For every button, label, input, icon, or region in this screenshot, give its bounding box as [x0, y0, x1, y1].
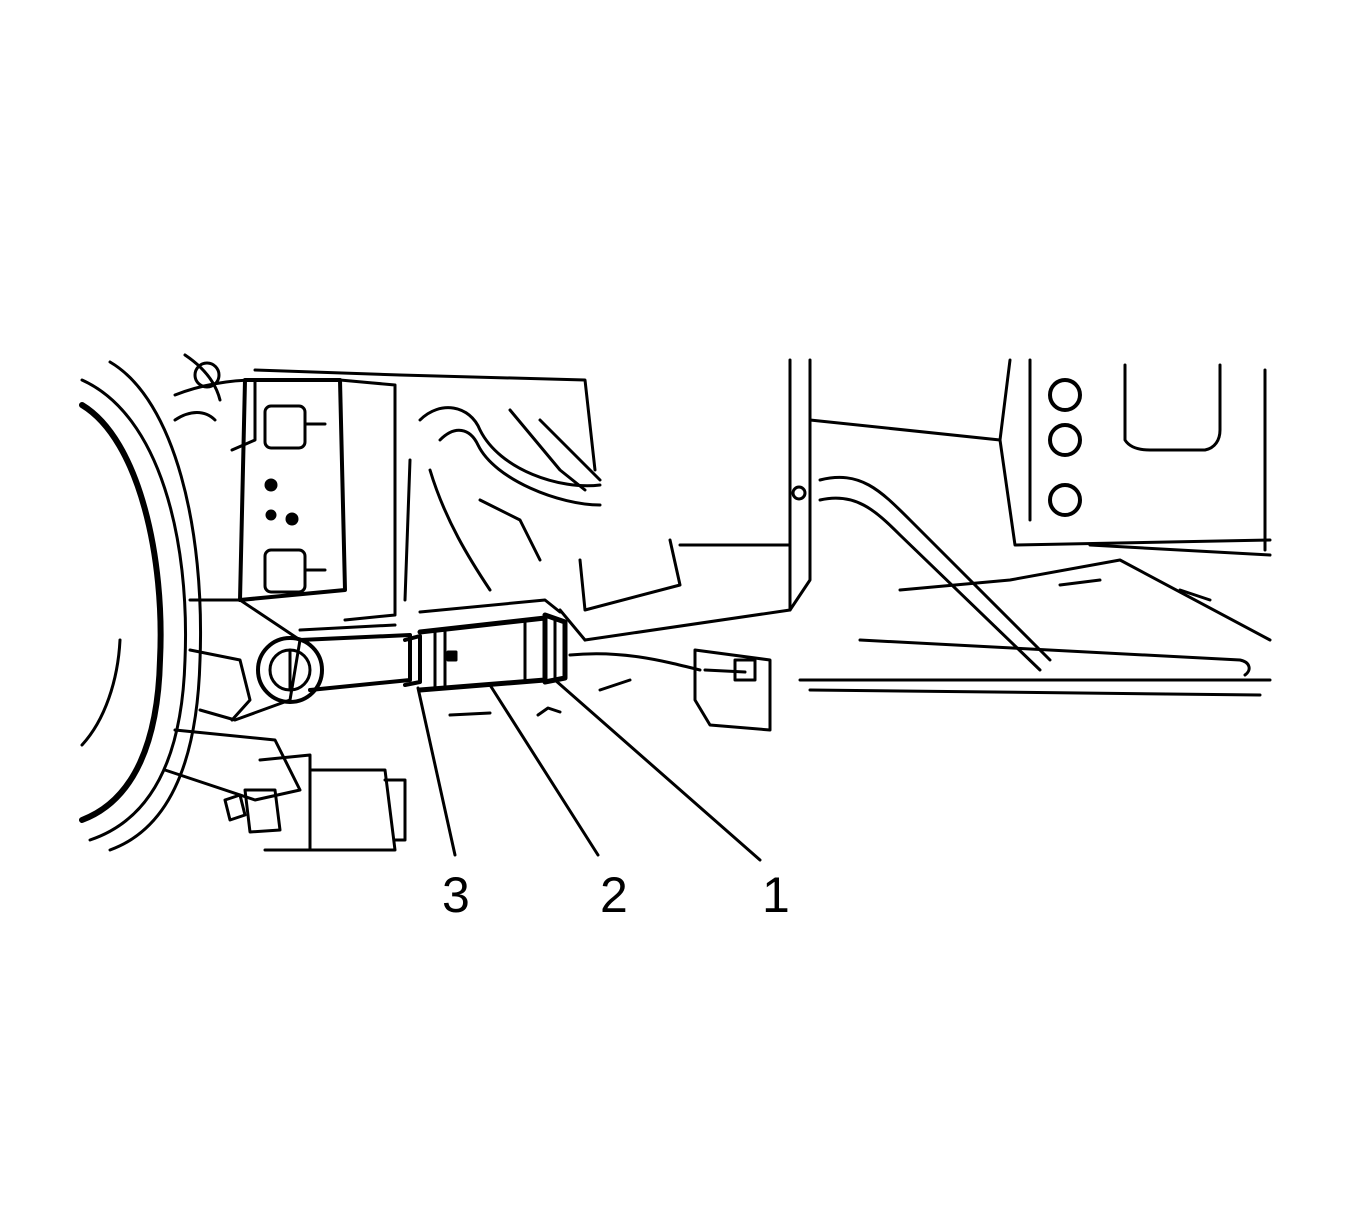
trailing-link [256, 623, 412, 704]
callout-leaders [416, 678, 762, 862]
brake-rotor [79, 360, 202, 852]
callout-3: 3 [442, 867, 470, 923]
callout-1: 1 [762, 867, 790, 923]
crossmember [583, 358, 812, 642]
bushing-tool [403, 598, 568, 693]
frame-rail [808, 358, 1272, 557]
cable-bracket [568, 648, 772, 732]
leader-line-3 [416, 686, 457, 857]
lower-bushing-mount [223, 753, 407, 852]
upper-nut [263, 404, 307, 450]
brake-line [798, 475, 1272, 697]
callout-2: 2 [600, 867, 628, 923]
leader-line-2 [488, 683, 600, 857]
detail-lines [448, 578, 1212, 717]
knuckle-assembly [163, 353, 302, 802]
mounting-bracket [238, 368, 597, 622]
leader-line-1 [553, 678, 762, 862]
hose-routing [403, 406, 682, 642]
